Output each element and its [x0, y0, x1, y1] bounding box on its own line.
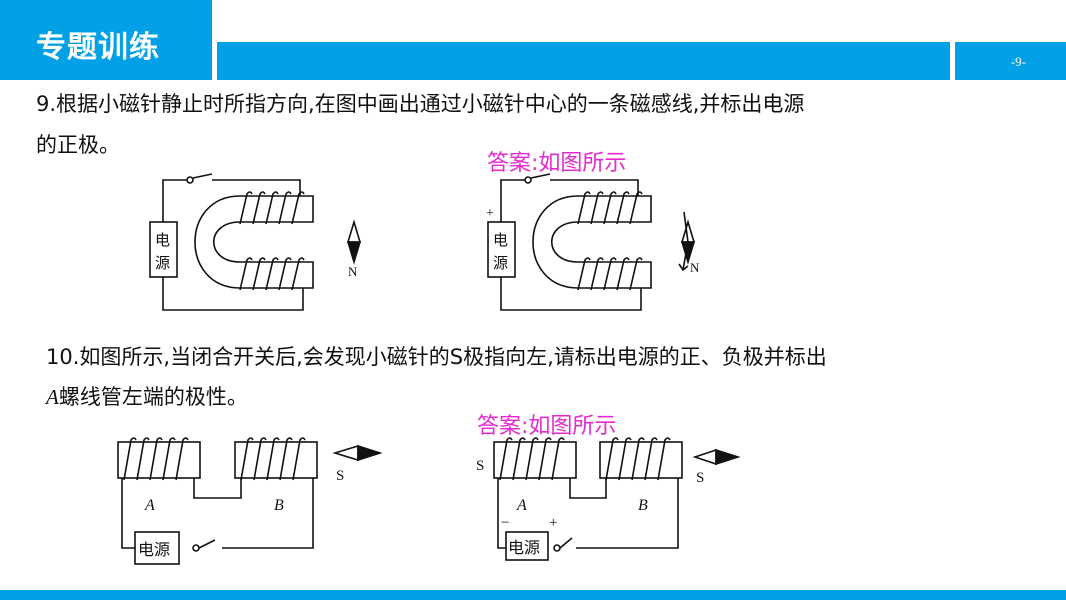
coil-winding: [577, 191, 643, 225]
header-title-box: 专题训练: [0, 0, 212, 80]
header-title: 专题训练: [36, 30, 160, 65]
power-label-bottom: 源: [155, 255, 170, 272]
compass-n-label: N: [348, 264, 358, 279]
coil-turn: [525, 437, 539, 481]
coil-turn: [278, 191, 292, 225]
coil-turn: [577, 257, 591, 291]
q10-line1: 10.如图所示,当闭合开关后,会发现小磁针的S极指向左,请标出电源的正、负极并标…: [46, 345, 827, 369]
coil-turn: [605, 437, 619, 481]
coil-turn: [538, 437, 552, 481]
power-box: [149, 221, 178, 278]
coil-turn: [239, 257, 253, 291]
coil-turn: [618, 437, 632, 481]
coil-turn: [265, 257, 279, 291]
power-label-top: 电: [155, 232, 170, 249]
power-label: 电源: [138, 541, 170, 559]
plus-label: +: [549, 515, 557, 531]
q9-circuit-diagram: 电 源 N: [149, 173, 362, 311]
coil-turn: [551, 437, 565, 481]
label-a: A: [144, 497, 155, 514]
coil-turn: [240, 437, 254, 481]
compass-s-label: S: [336, 468, 344, 484]
solenoid-a-s-label: S: [476, 458, 484, 474]
coil-turn: [149, 437, 163, 481]
q10-answer-label: 答案:如图所示: [477, 414, 617, 439]
coil-turn: [629, 191, 643, 225]
q10-line2: A螺线管左端的极性。: [46, 377, 248, 417]
q10-circuit-diagram: 电源 A B S: [117, 437, 383, 565]
coil-turn: [123, 437, 137, 481]
label-a: A: [516, 497, 527, 514]
coil-turn: [577, 191, 591, 225]
coil-turn: [616, 257, 630, 291]
header-bar: [217, 42, 950, 80]
coil-turn: [162, 437, 176, 481]
page-number: -9-: [1010, 54, 1026, 69]
solenoid-a: [117, 441, 201, 479]
label-b: B: [638, 497, 648, 514]
compass-white-half: [346, 219, 362, 243]
coil-turn: [644, 437, 658, 481]
power-label-bottom: 源: [493, 255, 508, 272]
label-b: B: [274, 497, 284, 514]
coil-turn: [266, 437, 280, 481]
coil-turn: [657, 437, 671, 481]
field-line-arrow: [678, 211, 689, 272]
coil-turn: [136, 437, 150, 481]
q10-line2-text: 螺线管左端的极性。: [58, 385, 248, 409]
power-label-top: 电: [493, 232, 508, 249]
compass-n-label: N: [690, 260, 700, 275]
coil-winding: [123, 437, 189, 481]
compass-black-half: [346, 241, 362, 265]
coil-turn: [590, 191, 604, 225]
coil-turn: [279, 437, 293, 481]
coil-winding: [499, 437, 565, 481]
solenoid-b: [234, 441, 318, 479]
solenoid-a-italic: A: [46, 385, 59, 409]
coil-turn: [252, 257, 266, 291]
coil-turn: [239, 191, 253, 225]
coil-turn: [499, 437, 513, 481]
switch-icon: [186, 176, 194, 184]
power-box: [134, 531, 180, 565]
coil-bottom: [239, 257, 305, 291]
coil-winding: [577, 257, 643, 291]
coil-turn: [291, 191, 305, 225]
coil-top: [239, 191, 305, 225]
page-number-box: -9-: [955, 42, 1066, 80]
coil-turn: [292, 437, 306, 481]
power-label: 电源: [508, 539, 540, 557]
q9-answer-label: 答案:如图所示: [487, 151, 627, 176]
coil-winding: [240, 437, 306, 481]
coil-winding: [605, 437, 671, 481]
coil-turn: [265, 191, 279, 225]
coil-turn: [252, 191, 266, 225]
minus-label: −: [501, 515, 509, 531]
q9-answer-diagram: 电 源 + N: [486, 173, 700, 311]
coil-turn: [175, 437, 189, 481]
q9-line1: 9.根据小磁针静止时所指方向,在图中画出通过小磁针中心的一条磁感线,并标出电源: [36, 92, 805, 116]
coil-turn: [590, 257, 604, 291]
coil-turn: [512, 437, 526, 481]
q9-line2: 的正极。: [36, 133, 120, 157]
coil-turn: [603, 191, 617, 225]
coil-turn: [253, 437, 267, 481]
coil-turn: [278, 257, 292, 291]
coil-turn: [631, 437, 645, 481]
wire-top: [162, 173, 301, 222]
plus-label: +: [486, 206, 494, 221]
footer-bar: [0, 590, 1066, 600]
wire-bottom: [162, 277, 304, 311]
compass-s-label: S: [696, 470, 704, 486]
coil-turn: [616, 191, 630, 225]
coil-turn: [603, 257, 617, 291]
coil-turn: [629, 257, 643, 291]
q10-answer-diagram: 电源 − + S A B S: [476, 437, 741, 561]
coil-turn: [291, 257, 305, 291]
